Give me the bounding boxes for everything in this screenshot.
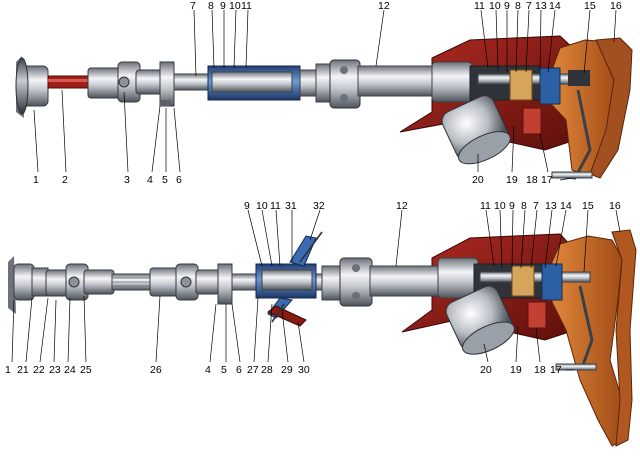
label-7-top: 7 <box>190 0 196 12</box>
label-22-bottom: 22 <box>33 364 45 376</box>
label-13-bottom: 13 <box>545 200 557 212</box>
label-30-bottom: 30 <box>298 364 310 376</box>
bottom-assembly: 1 21 22 23 24 25 26 4 5 6 27 28 29 30 9 … <box>5 200 637 447</box>
coupler-bottom <box>321 257 441 307</box>
label-18-top: 18 <box>526 174 538 186</box>
label-17-bottom: 17 <box>550 364 562 376</box>
u-joint-left-bottom <box>45 263 115 301</box>
label-10r-bottom: 10 <box>494 200 506 212</box>
leader-lines-bottom <box>11 209 621 371</box>
label-18-bottom: 18 <box>534 364 546 376</box>
mount-flange-upper <box>289 235 317 267</box>
label-5-bottom: 5 <box>221 364 227 376</box>
label-1-bottom: 1 <box>5 364 11 376</box>
label-2-top: 2 <box>62 174 68 186</box>
label-4-bottom: 4 <box>205 364 211 376</box>
label-9r-top: 9 <box>504 0 510 12</box>
label-3-top: 3 <box>124 174 130 186</box>
label-9-top: 9 <box>220 0 226 12</box>
motor-top <box>441 95 511 165</box>
splined-shaft-bottom <box>111 267 179 297</box>
label-19-bottom: 19 <box>510 364 522 376</box>
label-20-bottom: 20 <box>480 364 492 376</box>
label-28-bottom: 28 <box>261 364 273 376</box>
label-11r-top: 11 <box>474 0 485 12</box>
u-joint-top <box>87 61 167 103</box>
label-7r-bottom: 7 <box>533 200 539 212</box>
shaft-end-bottom <box>479 271 591 283</box>
u-joint-right-bottom <box>175 263 233 305</box>
label-11r-bottom: 11 <box>480 200 491 212</box>
label-14-bottom: 14 <box>560 200 572 212</box>
label-9-bottom: 9 <box>244 200 250 212</box>
leader-lines-top <box>33 9 617 181</box>
label-11-top: 11 <box>241 0 252 12</box>
label-13-top: 13 <box>535 0 547 12</box>
label-6-bottom: 6 <box>236 364 242 376</box>
label-4-top: 4 <box>147 174 153 186</box>
label-10-bottom: 10 <box>256 200 268 212</box>
label-21-bottom: 21 <box>17 364 29 376</box>
label-10r-top: 10 <box>489 0 501 12</box>
label-11-bottom: 11 <box>270 200 281 212</box>
label-5-top: 5 <box>162 174 168 186</box>
label-31-bottom: 31 <box>285 200 297 212</box>
label-26-bottom: 26 <box>150 364 162 376</box>
label-32-bottom: 32 <box>313 200 325 212</box>
label-6-top: 6 <box>176 174 182 186</box>
coupler-top <box>315 59 439 109</box>
label-20-top: 20 <box>472 174 484 186</box>
clamp-top <box>159 61 175 107</box>
label-12-top: 12 <box>378 0 390 12</box>
label-16-bottom: 16 <box>609 200 621 212</box>
label-25-bottom: 25 <box>80 364 92 376</box>
label-23-bottom: 23 <box>49 364 61 376</box>
label-8r-top: 8 <box>515 0 521 12</box>
pedal-arm-bottom <box>611 229 637 447</box>
label-19-top: 19 <box>506 174 518 186</box>
top-assembly: 1 2 3 4 5 6 7 8 9 10 11 12 11 10 9 8 7 1… <box>15 0 633 186</box>
label-8-top: 8 <box>208 0 214 12</box>
label-1-top: 1 <box>33 174 39 186</box>
label-16-top: 16 <box>610 0 622 12</box>
wheel-hub-top <box>15 56 49 118</box>
label-15-top: 15 <box>584 0 596 12</box>
label-17-top: 17 <box>541 174 553 186</box>
label-9r-bottom: 9 <box>509 200 515 212</box>
label-12-bottom: 12 <box>396 200 408 212</box>
label-24-bottom: 24 <box>64 364 76 376</box>
label-7r-top: 7 <box>526 0 532 12</box>
label-15-bottom: 15 <box>582 200 594 212</box>
label-8r-bottom: 8 <box>521 200 527 212</box>
label-29-bottom: 29 <box>281 364 293 376</box>
motor-bottom <box>445 285 515 355</box>
label-14-top: 14 <box>549 0 561 12</box>
label-10-top: 10 <box>229 0 241 12</box>
gear-housing-bottom <box>437 257 479 299</box>
label-27-bottom: 27 <box>247 364 259 376</box>
pedal-panel-top <box>589 37 633 179</box>
gear-housing-top <box>431 61 473 103</box>
